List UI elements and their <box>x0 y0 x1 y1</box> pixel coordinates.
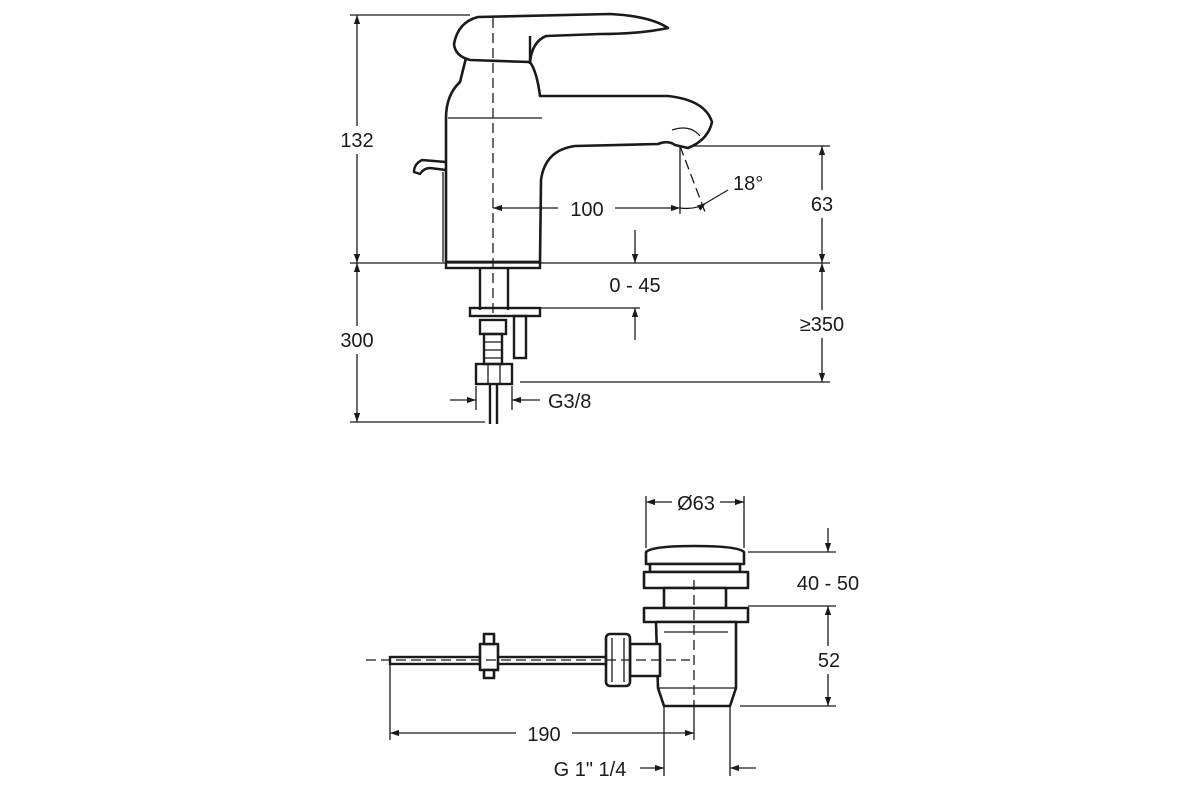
waste-cap <box>644 544 746 566</box>
waste-flange <box>642 570 750 590</box>
waste-body <box>654 620 738 708</box>
dim-arc-angle <box>679 202 707 211</box>
dim-cap-diameter: Ø63 <box>677 493 715 515</box>
hose-ferrule <box>482 332 504 366</box>
spray-angle-line <box>679 145 706 213</box>
dim-clearance: ≥350 <box>800 314 844 336</box>
dim-spout-height: 63 <box>811 194 833 216</box>
faucet-body <box>444 56 714 264</box>
mounting-plate <box>468 306 542 318</box>
dim-counter-thickness: 0 - 45 <box>609 275 660 297</box>
dim-adjust-range: 40 - 50 <box>797 573 859 595</box>
dim-body-height: 52 <box>818 650 840 672</box>
waste-drawing: Ø63 40 - 50 52 190 G 1" 1/4 <box>366 493 859 781</box>
faucet-lever <box>452 12 670 64</box>
faucet-drawing: 132 300 100 18° 63 ≥350 0 - 45 G3/8 <box>334 12 852 424</box>
waste-neck <box>662 586 728 610</box>
dim-connection-thread: G3/8 <box>548 391 591 413</box>
dim-hose-length: 300 <box>340 330 373 352</box>
dim-outlet-thread: G 1" 1/4 <box>554 759 627 781</box>
aerator-line <box>671 127 701 137</box>
waste-clevis <box>478 642 500 672</box>
dim-spout-angle: 18° <box>733 173 763 195</box>
mounting-stud <box>512 314 528 360</box>
waste-washer <box>642 606 750 624</box>
popup-rod <box>412 158 447 176</box>
dim-spout-reach: 100 <box>570 199 603 221</box>
dim-rod-length: 190 <box>527 724 560 746</box>
hose-nut-bottom <box>474 362 514 386</box>
hose-nut-top <box>478 318 508 336</box>
dim-total-height: 132 <box>340 130 373 152</box>
